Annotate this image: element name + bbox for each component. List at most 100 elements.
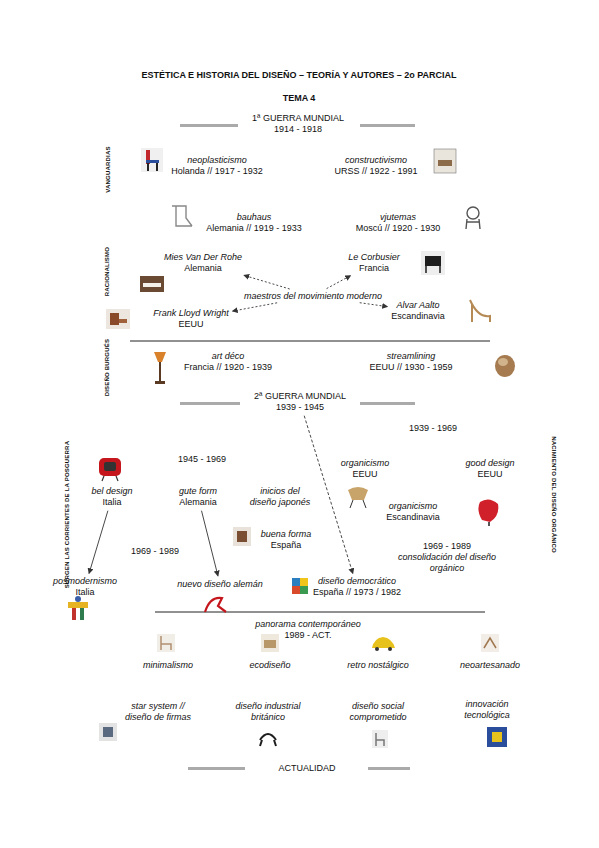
posmodern-object-photo [80,608,84,620]
section-label: VANGUARDIAS [104,147,111,193]
timeline-entry: organicismoEEUU [339,457,392,481]
british-chair-photo [260,734,276,746]
timeline-entry: posmodernismoItalia [51,575,119,599]
bauhaus-chair-photo [172,206,192,226]
timeline-entry: star system // diseño de firmas [116,700,200,724]
entry-name: retro nostálgico [347,660,409,671]
connector-arrow [304,416,353,574]
period-bar [180,124,238,127]
constructivist-room-photo [438,160,452,166]
entry-name: inicios del diseño japonés [246,486,314,508]
entry-detail: EEUU [465,469,514,480]
timeline-entry: vjutemasMoscú // 1920 - 1930 [354,211,443,235]
entry-detail: Alemania // 1919 - 1933 [206,223,302,234]
entry-detail: EEUU [341,469,390,480]
section-label: SURGEN LAS CORRIENTES DE LA POSGUERRA [64,441,71,589]
mies-lounge-photo [143,283,161,287]
streamlining-object-photo [495,355,515,377]
timeline-entry: streamliningEEUU // 1930 - 1959 [367,350,454,374]
star-system-photo [99,723,117,741]
timeline-entry: 1ª GUERRA MUNDIAL1914 - 1918 [250,112,346,136]
ecodesign-photo [264,640,276,648]
entry-detail: EEUU [153,319,229,330]
art-deco-lamp-photo [159,362,161,382]
timeline-entry: panorama contemporáneo1989 - ACT. [253,618,363,642]
red-blue-chair-photo [147,163,149,171]
entry-detail: 1939 - 1945 [254,402,346,413]
le-corbusier-chair-photo [421,251,445,275]
entry-detail: Francia [348,263,400,274]
red-blue-chair-photo [141,148,163,172]
entry-detail: España // 1973 / 1982 [313,587,401,598]
ecodesign-photo [261,634,279,652]
period-bar [360,402,415,405]
timeline-entry: bauhausAlemania // 1919 - 1933 [204,211,304,235]
entry-name: neoartesanado [460,660,520,671]
timeline-entry: diseño democráticoEspaña // 1973 / 1982 [311,575,403,599]
entry-name: minimalismo [143,660,193,671]
wright-chair-photo [119,319,127,323]
timeline-entry: inicios del diseño japonés [244,485,316,509]
entry-detail: URSS // 1922 - 1991 [334,166,417,177]
vjutemas-chair-photo [466,219,480,229]
entry-name: bauhaus [206,212,302,223]
period-bar [360,124,415,127]
bel-design-tv-photo [102,476,118,481]
aalto-chair-photo [470,300,490,322]
le-corbusier-chair-photo [425,256,441,266]
entry-name: organicismo [386,501,440,512]
entry-detail: Holanda // 1917 - 1932 [171,166,263,177]
constructivist-room-photo [434,149,456,173]
democratic-design-photo [292,578,308,594]
entry-name: innovación tecnológica [457,699,517,721]
posmodern-object-photo [68,596,88,620]
period-label: 1969 - 1989 [423,541,471,552]
entry-name: neoplasticismo [171,155,263,166]
entry-name: good design [465,458,514,469]
entry-name: ecodiseño [249,660,290,671]
art-deco-lamp-photo [154,352,166,384]
democratic-design-photo [300,586,308,594]
period-label: 1939 - 1969 [409,423,457,434]
timeline-entry: neoplasticismoHolanda // 1917 - 1932 [169,154,265,178]
egg-chair-photo [478,499,498,522]
new-german-design-photo [205,598,226,612]
entry-name: 1ª GUERRA MUNDIAL [252,113,344,124]
ecodesign-photo [261,634,279,652]
period-label: 1969 - 1989 [131,546,179,557]
entry-name: buena forma [261,529,312,540]
period-label: consolidación del diseño orgánico [392,552,502,574]
vjutemas-chair-photo [466,207,480,229]
connector-arrow [244,275,290,289]
entry-detail: Alemania [164,263,242,274]
timeline-entry: Frank Lloyd WrightEEUU [151,307,231,331]
period-label: 1945 - 1969 [178,454,226,465]
timeline-entry: maestros del movimiento moderno [242,290,384,303]
entry-name: Frank Lloyd Wright [153,308,229,319]
democratic-design-photo [292,578,300,586]
timeline-entry: gute formAlemania [177,485,219,509]
entry-name: posmodernismo [53,576,117,587]
entry-detail: Italia [53,587,117,598]
social-design-photo [372,730,388,748]
buena-forma-photo [233,527,251,546]
entry-name: constructivismo [334,155,417,166]
entry-detail: Escandinavia [391,311,445,322]
timeline-entry: Alvar AaltoEscandinavia [389,299,447,323]
mies-lounge-photo [140,276,164,292]
entry-name: Le Corbusier [348,252,400,263]
red-blue-chair-photo [146,160,159,163]
connector-arrow [360,303,388,307]
section-label: DISEÑO BURGUÉS [104,339,111,396]
social-design-photo [372,730,388,748]
timeline-entry: Le CorbusierFrancia [346,251,402,275]
entry-name: nuevo diseño alemán [177,579,263,590]
timeline-entry: diseño industrial británico [232,700,304,724]
posmodern-object-photo [68,602,88,608]
entry-detail: Italia [91,497,132,508]
constructivist-room-photo [434,149,456,173]
period-bar [180,402,240,405]
mies-lounge-photo [140,276,164,292]
entry-name: diseño democrático [313,576,401,587]
entry-name: streamlining [369,351,452,362]
